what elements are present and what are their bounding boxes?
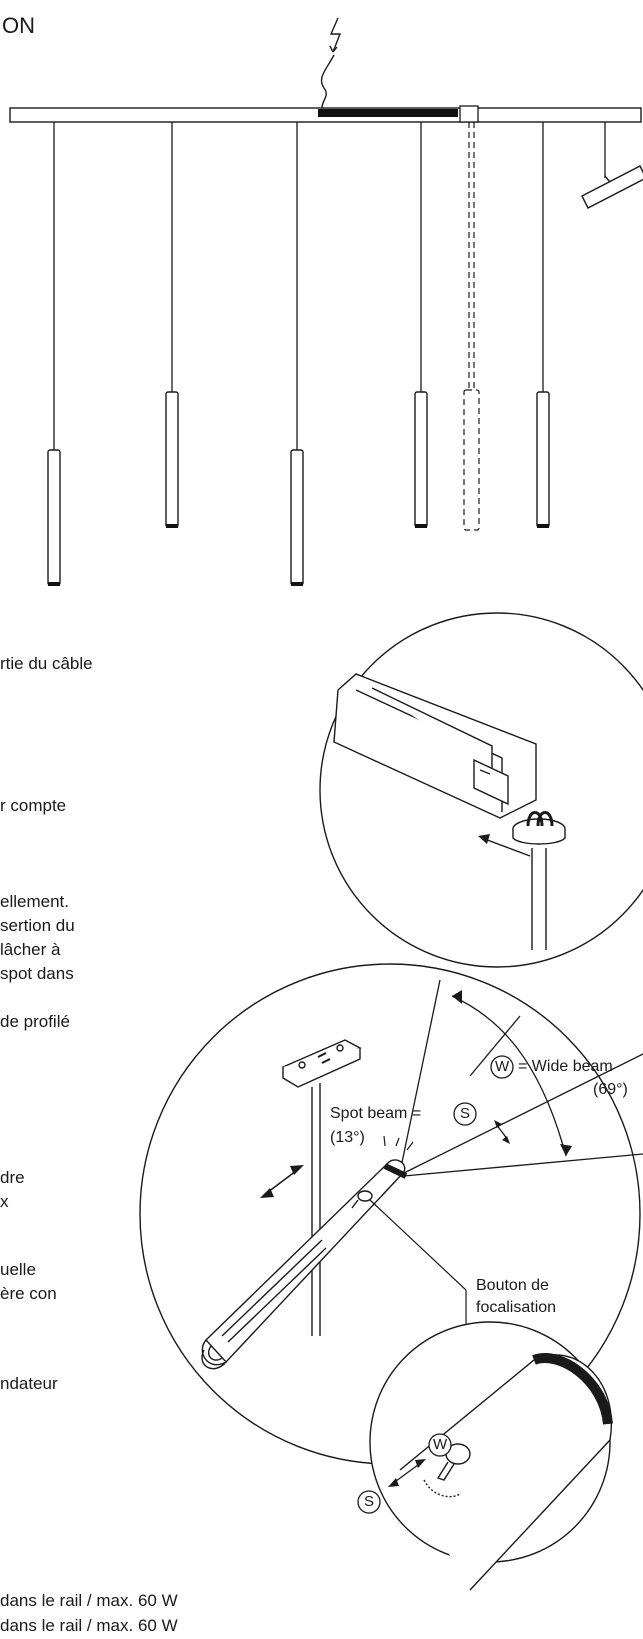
- left-text-line-10: uelle: [0, 1260, 36, 1279]
- left-text-line-13: dans le rail / max. 60 W: [0, 1591, 178, 1610]
- adapter-icon: [512, 811, 566, 950]
- left-text-line-9: x: [0, 1192, 9, 1211]
- wide-beam-letter: W: [495, 1058, 510, 1075]
- left-text-line-14: dans le rail / max. 60 W: [0, 1616, 178, 1635]
- left-text-line-2: r compte: [0, 796, 67, 815]
- detail-wide-letter: W: [433, 1436, 448, 1453]
- power-cable: [320, 54, 335, 109]
- wide-beam-angle: (69°): [593, 1081, 628, 1098]
- spot-body: [201, 1159, 408, 1370]
- spot-beam-label: Spot beam =: [330, 1105, 422, 1122]
- spot-beam-marker: [453, 1102, 477, 1126]
- left-text-line-4: sertion du: [0, 916, 75, 935]
- left-text-line-3: ellement.: [0, 892, 69, 911]
- wide-beam-label: = Wide beam: [518, 1058, 613, 1075]
- left-text-line-1: rtie du câble: [0, 654, 93, 673]
- spot-adapter-plate: [281, 1039, 362, 1336]
- spot-beam-letter: S: [460, 1105, 471, 1122]
- detail-spot-letter: S: [364, 1493, 375, 1510]
- pendant-lights: [47, 391, 550, 586]
- left-text-line-12: ndateur: [0, 1374, 58, 1393]
- rail-feed-section: [318, 109, 458, 117]
- focus-button-label-2: focalisation: [476, 1299, 557, 1316]
- rail-pendant-diagram: [9, 17, 643, 586]
- angled-spot: [581, 165, 643, 209]
- left-text-line-5: lâcher à: [0, 940, 61, 959]
- power-symbol-icon: [329, 17, 342, 53]
- left-text-line-8: dre: [0, 1168, 25, 1187]
- left-text-line-6: spot dans: [0, 964, 74, 983]
- spot-beam-angle: (13°): [330, 1129, 365, 1146]
- page-heading: ON: [2, 13, 35, 38]
- focus-button-label-1: Bouton de: [476, 1277, 549, 1294]
- wide-beam-marker: [490, 1055, 514, 1079]
- left-text-line-11: ère con: [0, 1284, 57, 1303]
- left-text-line-7: de profilé: [0, 1012, 70, 1031]
